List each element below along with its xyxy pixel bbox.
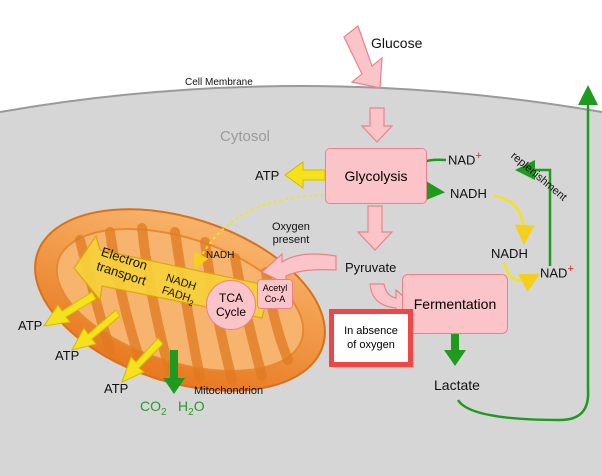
in-absence-highlight: In absence of oxygen bbox=[329, 309, 413, 367]
oxygen-present-arrow bbox=[260, 252, 337, 285]
acetyl-coa-label: Acetyl Co-A bbox=[262, 283, 288, 304]
co2-subscript: 2 bbox=[161, 406, 167, 418]
fermentation-yellow-arrow bbox=[502, 261, 541, 292]
atp-glycolysis-label: ATP bbox=[255, 168, 280, 183]
acetyl-coa-box: Acetyl Co-A bbox=[257, 279, 293, 309]
in-absence-label: In absence of oxygen bbox=[344, 325, 398, 351]
nadh-down-yellow-arrow bbox=[493, 194, 535, 245]
nad-right: NAD+ bbox=[540, 263, 574, 281]
replenishment-arrow bbox=[515, 160, 552, 266]
h2o-label: H2O bbox=[178, 398, 205, 418]
co2-label: CO2 bbox=[140, 398, 167, 418]
nadh-right-label: NADH bbox=[491, 246, 528, 261]
nadh-to-mito-path bbox=[193, 194, 331, 270]
lactate-label: Lactate bbox=[434, 377, 480, 393]
atp-label-3: ATP bbox=[104, 381, 129, 396]
fermentation-box: Fermentation bbox=[402, 274, 508, 334]
mitochondrion-label: Mitochondrion bbox=[194, 385, 264, 397]
oxygen-present-label: Oxygen present bbox=[272, 221, 310, 246]
tca-cycle-circle: TCA Cycle bbox=[206, 280, 256, 330]
h2o-subscript: 2 bbox=[188, 406, 194, 418]
arrow-glycolysis-to-pyruvate bbox=[356, 205, 394, 251]
fermentation-label: Fermentation bbox=[413, 296, 497, 312]
cell-membrane bbox=[0, 85, 602, 113]
atp-glycolysis-arrow bbox=[284, 161, 326, 189]
atp-label-1: ATP bbox=[18, 318, 43, 333]
glucose-entry-arrow bbox=[343, 25, 383, 89]
atp-mito-arrow-1 bbox=[42, 291, 97, 327]
arrow-to-glycolysis bbox=[360, 107, 394, 143]
cytosol-label: Cytosol bbox=[220, 128, 271, 145]
co2-h2o-arrow bbox=[163, 350, 185, 394]
nad-top: NAD+ bbox=[448, 150, 482, 168]
nadh-mito-label: NADH bbox=[206, 250, 235, 261]
tca-cycle-label: TCA Cycle bbox=[215, 291, 246, 319]
glycolysis-box: Glycolysis bbox=[325, 148, 427, 204]
nadh-top: NADH bbox=[450, 186, 487, 201]
cell-membrane-label: Cell Membrane bbox=[185, 77, 253, 88]
nad-top-plus: + bbox=[475, 150, 482, 162]
pyruvate-label: Pyruvate bbox=[345, 260, 397, 275]
glucose-label: Glucose bbox=[371, 35, 423, 51]
atp-mito-arrow-2 bbox=[71, 309, 121, 351]
glycolysis-label: Glycolysis bbox=[344, 168, 408, 184]
lactate-export-arrow bbox=[456, 85, 598, 422]
nad-right-plus: + bbox=[567, 263, 574, 275]
lactate-arrow bbox=[444, 334, 466, 366]
atp-label-2: ATP bbox=[55, 348, 80, 363]
atp-mito-arrow-3 bbox=[121, 337, 164, 383]
